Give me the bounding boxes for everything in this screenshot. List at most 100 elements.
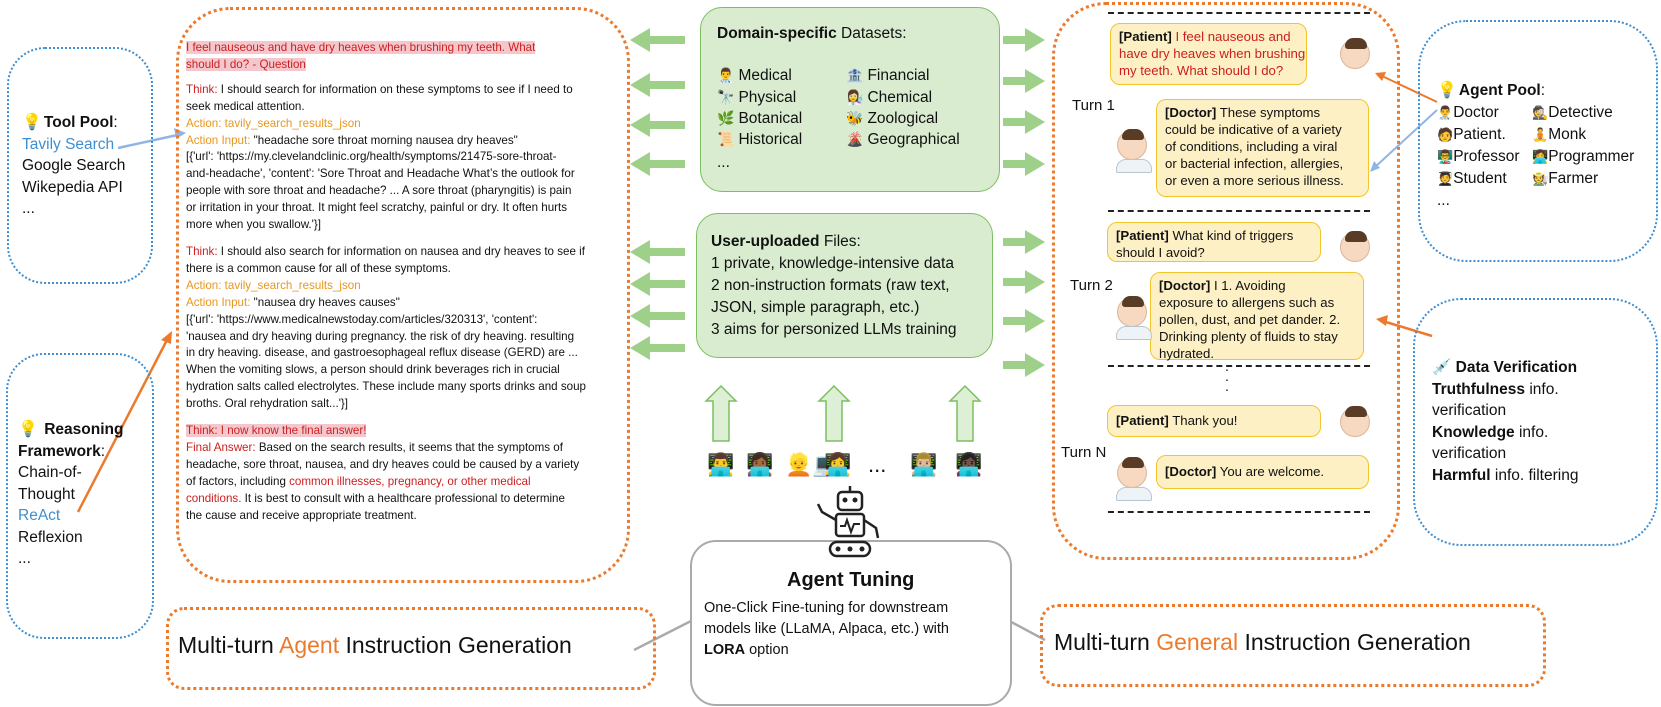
reasoning-item-reflexion[interactable]: Reflexion <box>18 528 83 546</box>
agent-pool-col-1: 👨‍⚕️Doctor 🧑Patient. 👨‍🏫Professor 🧑‍🎓Stu… <box>1437 102 1520 212</box>
green-right-arrows <box>1003 28 1045 377</box>
patient-avatar-icon <box>1340 38 1370 69</box>
tool-pool-title: Tool Pool <box>43 114 114 131</box>
turn-n-label: Turn N <box>1061 444 1107 461</box>
doctor-message-1: [Doctor] These symptoms could be indicat… <box>1156 99 1369 197</box>
turn-divider <box>1108 365 1370 367</box>
general-caption: Multi-turn General Instruction Generatio… <box>1054 629 1471 655</box>
doctor-avatar-icon <box>1116 296 1152 340</box>
chemist-icon: 👩‍🔬 <box>846 89 864 105</box>
patient-message-3: [Patient] Thank you! <box>1107 405 1321 437</box>
agent-professor[interactable]: 👨‍🏫Professor <box>1437 148 1520 165</box>
dataset-geographical[interactable]: 🌋Geographical <box>846 131 960 148</box>
turn-divider <box>1108 511 1370 513</box>
agent-pool-col-2: 🕵️Detective 🧘Monk 👩‍💻Programmer 🧑‍🌾Farme… <box>1532 102 1634 190</box>
patient-icon: 🧑 <box>1437 127 1454 142</box>
reasoning-item-react[interactable]: ReAct <box>18 507 61 524</box>
lightbulb-icon: 💡 <box>1437 82 1457 99</box>
reasoning-item-cot-2[interactable]: Thought <box>18 485 75 503</box>
tool-item-wikipedia[interactable]: Wikepedia API <box>22 178 123 196</box>
programmer-icon: 👩‍💻 <box>1532 149 1549 164</box>
monk-icon: 🧘 <box>1532 127 1549 142</box>
agent-farmer[interactable]: 🧑‍🌾Farmer <box>1532 170 1599 187</box>
tool-pool-connector <box>117 132 183 150</box>
dataset-financial[interactable]: 🏦Financial <box>846 67 930 84</box>
agent-pool-list: 💡Agent Pool: <box>1437 82 1546 99</box>
tool-pool-list: 💡Tool Pool: Tavily Search Google Search … <box>22 112 125 220</box>
patient-message-2: [Patient] What kind of triggers should I… <box>1107 222 1321 262</box>
turn-2-label: Turn 2 <box>1070 277 1113 294</box>
patient-message-1: [Patient] I feel nauseous and have dry h… <box>1110 23 1307 85</box>
bank-icon: 🏦 <box>846 67 864 83</box>
user-icon: 👩🏾‍💻 <box>746 452 774 477</box>
user-icon: 👱‍💻 <box>785 452 840 477</box>
users-more: ... <box>868 452 887 477</box>
dataset-historical[interactable]: 📜Historical <box>717 131 803 148</box>
turn-1-label: Turn 1 <box>1072 97 1115 114</box>
agent-more: ... <box>1437 192 1450 209</box>
volcano-icon: 🌋 <box>846 131 864 147</box>
herb-icon: 🌿 <box>717 110 735 126</box>
reasoning-box <box>6 353 154 639</box>
upload-up-arrows <box>704 384 982 442</box>
agent-patient[interactable]: 🧑Patient. <box>1437 126 1506 143</box>
agent-trace-box <box>176 7 630 583</box>
turn-ellipsis: ... <box>1225 358 1229 394</box>
doctor-icon: 👨‍⚕️ <box>717 67 735 83</box>
patient-avatar-icon <box>1340 406 1370 437</box>
agent-pool-connector-patient <box>1381 75 1438 103</box>
agent-tuning-desc: One-Click Fine-tuning for downstream mod… <box>704 600 949 658</box>
datasets-box <box>700 7 1000 192</box>
student-icon: 🧑‍🎓 <box>1437 171 1454 186</box>
dataset-zoological[interactable]: 🐝Zoological <box>846 110 939 127</box>
farmer-icon: 🧑‍🌾 <box>1532 171 1549 186</box>
tool-item-google[interactable]: Google Search <box>22 157 126 174</box>
tool-item-tavily[interactable]: Tavily Search <box>22 135 115 153</box>
doctor-avatar-icon <box>1116 129 1152 173</box>
agent-monk[interactable]: 🧘Monk <box>1532 126 1587 143</box>
lightbulb-icon: 💡 <box>22 114 42 131</box>
detective-icon: 🕵️ <box>1532 105 1549 120</box>
agent-student[interactable]: 🧑‍🎓Student <box>1437 170 1507 187</box>
user-icon: 👨‍💻 <box>707 452 735 477</box>
reasoning-title: Reasoning <box>44 421 124 438</box>
trace-question: I feel nauseous and have dry heaves when… <box>186 41 536 71</box>
uploads-text: User-uploaded Files: 1 private, knowledg… <box>711 233 957 338</box>
agent-detective[interactable]: 🕵️Detective <box>1532 104 1613 121</box>
tool-item-more: ... <box>22 200 35 217</box>
reasoning-item-cot[interactable]: Chain-of- <box>18 464 82 481</box>
trace-final: Think: I now know the final answer! Fina… <box>186 424 580 522</box>
user-icon: 👩‍💻 <box>824 452 852 477</box>
uploads-box <box>696 213 993 358</box>
bee-icon: 🐝 <box>846 110 864 126</box>
reasoning-connector <box>76 337 170 513</box>
agent-caption: Multi-turn Agent Instruction Generation <box>178 632 572 658</box>
agent-pool-connector-doctor <box>1373 109 1438 169</box>
agent-caption-box <box>166 607 656 690</box>
verification-box <box>1413 298 1658 546</box>
datasets-title: Domain-specific Datasets: <box>717 25 907 42</box>
dataset-botanical[interactable]: 🌿Botanical <box>717 110 803 127</box>
scroll-icon: 📜 <box>717 131 735 147</box>
agent-programmer[interactable]: 👩‍💻Programmer <box>1532 148 1635 165</box>
agent-doctor[interactable]: 👨‍⚕️Doctor <box>1437 104 1499 121</box>
user-icon: 👩🏿‍💻 <box>955 452 983 477</box>
professor-icon: 👨‍🏫 <box>1437 149 1454 164</box>
user-icon: 👨🏼‍💻 <box>910 452 938 477</box>
dataset-chemical[interactable]: 👩‍🔬Chemical <box>846 89 933 106</box>
dataset-physical[interactable]: 🔭Physical <box>717 89 797 106</box>
dataset-more: ... <box>717 154 730 171</box>
telescope-icon: 🔭 <box>717 89 735 105</box>
dataset-medical[interactable]: 👨‍⚕️Medical <box>717 67 792 84</box>
trace-step-1: Think: I should search for information o… <box>186 82 575 232</box>
doctor-message-3: [Doctor] You are welcome. <box>1156 455 1369 489</box>
green-left-arrows <box>630 28 685 360</box>
syringe-icon: 💉 <box>1432 359 1452 376</box>
doctor-icon: 👨‍⚕️ <box>1437 105 1454 120</box>
chat-box <box>1052 2 1400 560</box>
agent-tuning-box <box>690 540 1012 706</box>
patient-avatar-icon <box>1340 231 1370 262</box>
general-caption-box <box>1040 604 1546 687</box>
lightbulb-icon: 💡 <box>18 421 38 438</box>
